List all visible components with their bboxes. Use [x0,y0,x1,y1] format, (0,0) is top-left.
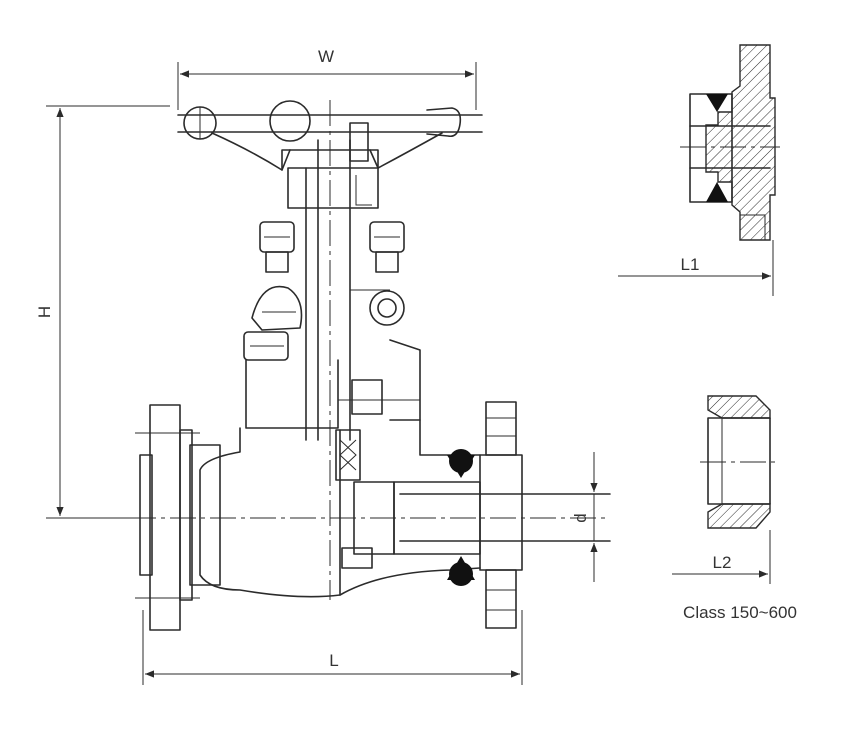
socket-length-label: L1 [681,255,700,274]
height-label: H [35,306,54,318]
bonnet-bolts [243,221,405,361]
yoke [287,139,390,441]
dimension-width: W [177,47,477,110]
valve-assembly [50,100,611,631]
socket-weld-detail: L1 [618,44,780,296]
pressure-class-caption: Class 150~600 [683,603,797,622]
bore-label: d [571,513,590,522]
thread-length-label: L2 [713,553,732,572]
bonnet [245,339,421,429]
threaded-end-detail: L2 [672,395,780,584]
socket-end [393,401,611,629]
dimension-bore: d [571,452,598,582]
width-label: W [318,47,334,66]
dimension-height: H [35,105,170,519]
dimension-length: L [142,610,523,685]
length-label: L [329,651,338,670]
